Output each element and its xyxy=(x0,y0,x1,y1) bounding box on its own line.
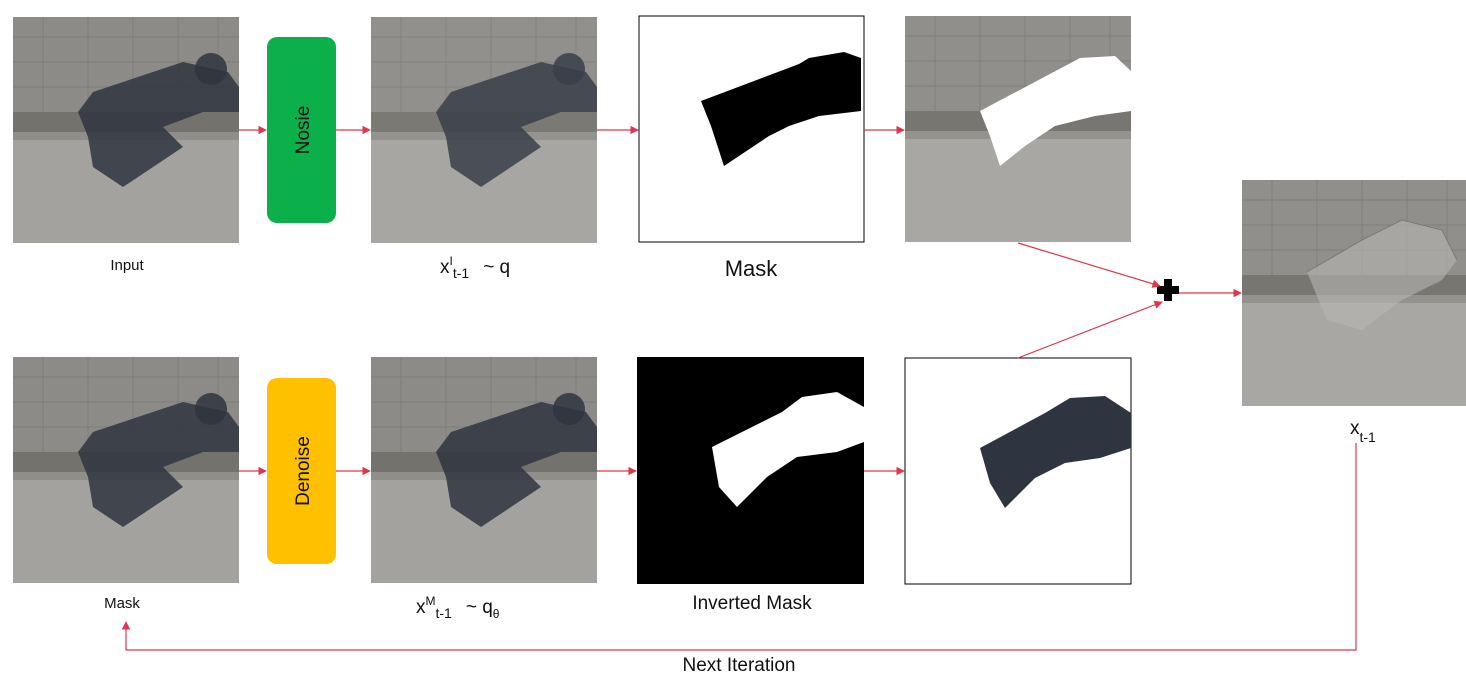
combine-plus-icon xyxy=(1157,279,1179,301)
inverted-masked-image xyxy=(904,357,1132,585)
denoise-step-box xyxy=(267,378,336,564)
noise-step-label: Nosie xyxy=(293,106,314,155)
arrow-inverted-masked-to-plus xyxy=(1017,300,1163,359)
masked-image xyxy=(904,15,1132,243)
inverted-mask-caption: Inverted Mask xyxy=(692,593,812,614)
output-caption: xt-1 xyxy=(1350,418,1376,445)
mask-input-image xyxy=(12,356,240,584)
noisy-image-caption: xIt-1~ q xyxy=(440,254,510,281)
input-image xyxy=(12,16,240,244)
denoised-image xyxy=(370,356,598,584)
input-caption: Input xyxy=(110,257,144,274)
mask-image xyxy=(638,15,865,243)
output-image xyxy=(1241,179,1466,407)
next-iteration-label: Next Iteration xyxy=(683,655,796,676)
denoise-step-label: Denoise xyxy=(293,436,314,506)
mask-input-caption: Mask xyxy=(104,595,140,612)
noisy-image xyxy=(370,16,598,244)
mask-caption: Mask xyxy=(725,256,779,281)
denoised-image-caption: xMt-1~ qθ xyxy=(416,594,500,621)
arrow-next-iteration-loop xyxy=(121,443,1357,651)
inverted-mask-image xyxy=(637,357,864,584)
noise-step-box xyxy=(267,37,336,223)
arrow-masked-to-plus xyxy=(1017,242,1161,288)
flow-arrows xyxy=(121,125,1357,651)
